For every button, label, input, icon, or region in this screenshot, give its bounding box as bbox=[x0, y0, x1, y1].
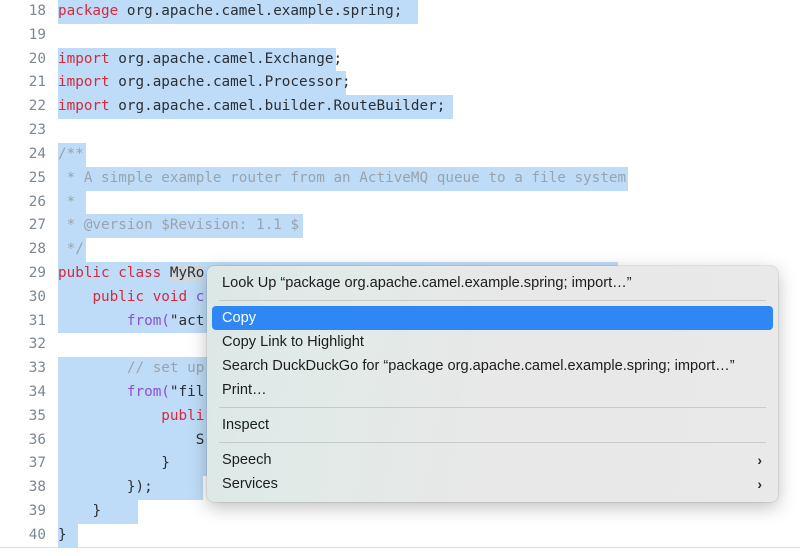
menu-item-search-duckduckgo-for-packag[interactable]: Search DuckDuckGo for “package org.apach… bbox=[212, 354, 773, 378]
line-number: 20 bbox=[28, 50, 46, 67]
code-line[interactable]: 28 */ bbox=[0, 238, 800, 262]
line-number: 25 bbox=[28, 169, 46, 186]
context-menu[interactable]: Look Up “package org.apache.camel.exampl… bbox=[207, 266, 778, 502]
line-number: 28 bbox=[28, 241, 46, 258]
line-number: 22 bbox=[28, 98, 46, 115]
menu-item-speech[interactable]: Speech › bbox=[212, 448, 773, 472]
line-text: // set up bbox=[126, 360, 205, 377]
code-line[interactable]: 37 } bbox=[0, 452, 800, 477]
menu-item-label: Print… bbox=[222, 382, 267, 398]
menu-item-label: Speech bbox=[222, 452, 272, 468]
line-text: } bbox=[58, 526, 67, 543]
selection-highlight bbox=[58, 190, 86, 215]
code-line[interactable]: 39 } bbox=[0, 500, 800, 524]
line-text: import org.apache.camel.Processor; bbox=[58, 74, 351, 91]
line-number: 37 bbox=[28, 455, 46, 472]
line-number: 26 bbox=[28, 193, 46, 210]
line-text: import org.apache.camel.Exchange; bbox=[58, 50, 343, 67]
code-line[interactable]: 19 bbox=[0, 24, 800, 48]
line-text: from("act bbox=[126, 312, 205, 329]
menu-item-services[interactable]: Services › bbox=[212, 472, 773, 496]
code-line[interactable]: 18 package org.apache.camel.example.sprin… bbox=[0, 0, 800, 24]
menu-item-label: Services bbox=[222, 476, 278, 492]
line-number: 30 bbox=[28, 288, 46, 305]
line-number: 23 bbox=[28, 122, 46, 139]
selection-highlight bbox=[58, 47, 336, 72]
line-number: 39 bbox=[28, 503, 46, 520]
code-line[interactable]: 20 import org.apache.camel.Exchange; bbox=[0, 47, 800, 72]
line-number: 34 bbox=[28, 384, 46, 400]
code-line[interactable]: 38 }); bbox=[0, 476, 800, 501]
line-number: 18 bbox=[28, 3, 46, 19]
line-text: * @version $Revision: 1.1 $ bbox=[58, 217, 300, 234]
line-text: from("fil bbox=[126, 384, 205, 400]
menu-item-label: Inspect bbox=[222, 417, 270, 433]
selection-highlight bbox=[58, 500, 138, 524]
selection-highlight bbox=[58, 476, 203, 501]
menu-item-copy-link-to-highlight[interactable]: Copy Link to Highlight bbox=[212, 330, 773, 354]
menu-item-copy[interactable]: Copy bbox=[212, 306, 773, 330]
line-number: 33 bbox=[28, 360, 46, 377]
line-text: } bbox=[161, 455, 170, 472]
line-number: 40 bbox=[28, 526, 46, 543]
line-text: package org.apache.camel.example.spring; bbox=[58, 3, 403, 19]
line-number: 19 bbox=[28, 26, 46, 43]
code-line[interactable]: 40} bbox=[0, 523, 800, 548]
selection-highlight bbox=[58, 238, 86, 262]
line-text: }); bbox=[126, 479, 153, 496]
code-line[interactable]: 22 import org.apache.camel.builder.RouteB… bbox=[0, 95, 800, 120]
code-line[interactable]: 27 * @version $Revision: 1.1 $ bbox=[0, 214, 800, 239]
menu-item-label: Copy bbox=[222, 310, 257, 326]
submenu-chevron-right-icon: › bbox=[757, 452, 762, 468]
line-number: 32 bbox=[28, 336, 46, 353]
line-text: } bbox=[92, 503, 102, 520]
line-text: * A simple example router from an Active… bbox=[58, 169, 627, 186]
selection-highlight bbox=[58, 452, 238, 477]
line-number: 31 bbox=[28, 312, 46, 329]
menu-item-label: Search DuckDuckGo for “package org.apach… bbox=[222, 358, 735, 374]
line-text: /** bbox=[58, 145, 84, 162]
line-text: * bbox=[58, 193, 76, 210]
selection-highlight bbox=[58, 71, 346, 96]
line-number: 27 bbox=[28, 217, 46, 234]
code-line[interactable]: 26 * bbox=[0, 190, 800, 215]
menu-separator bbox=[219, 300, 766, 301]
selection-highlight bbox=[58, 523, 78, 548]
selection-highlight bbox=[58, 142, 86, 167]
line-text: */ bbox=[58, 241, 84, 258]
line-text: import org.apache.camel.builder.RouteBui… bbox=[58, 98, 446, 115]
code-line[interactable]: 25 * A simple example router from an Act… bbox=[0, 166, 800, 191]
line-number: 29 bbox=[28, 264, 46, 281]
line-text: S bbox=[195, 431, 205, 448]
line-number: 24 bbox=[28, 145, 46, 162]
line-text: public class MyRo bbox=[58, 264, 205, 281]
menu-item-print[interactable]: Print… bbox=[212, 378, 773, 402]
code-line[interactable]: 23 bbox=[0, 119, 800, 143]
line-number: 36 bbox=[28, 431, 46, 448]
line-text: publi bbox=[161, 407, 205, 424]
line-text: public void c bbox=[92, 288, 205, 305]
line-number: 38 bbox=[28, 479, 46, 496]
code-line[interactable]: 32 bbox=[0, 333, 800, 357]
menu-item-label: Copy Link to Highlight bbox=[222, 334, 364, 350]
line-number: 35 bbox=[28, 407, 46, 424]
menu-item-inspect[interactable]: Inspect bbox=[212, 413, 773, 437]
selection-highlight bbox=[58, 0, 418, 24]
submenu-chevron-right-icon: › bbox=[757, 476, 762, 492]
menu-item-label: Look Up “package org.apache.camel.exampl… bbox=[222, 275, 632, 291]
selection-highlight bbox=[58, 214, 303, 239]
selection-highlight bbox=[58, 95, 453, 120]
menu-separator bbox=[219, 407, 766, 408]
line-number: 21 bbox=[28, 74, 46, 91]
selection-highlight bbox=[58, 166, 628, 191]
menu-separator bbox=[219, 442, 766, 443]
menu-item-look-up-package-org-apache-c[interactable]: Look Up “package org.apache.camel.exampl… bbox=[212, 271, 773, 295]
code-line[interactable]: 24 /** bbox=[0, 142, 800, 167]
code-line[interactable]: 21 import org.apache.camel.Processor; bbox=[0, 71, 800, 96]
